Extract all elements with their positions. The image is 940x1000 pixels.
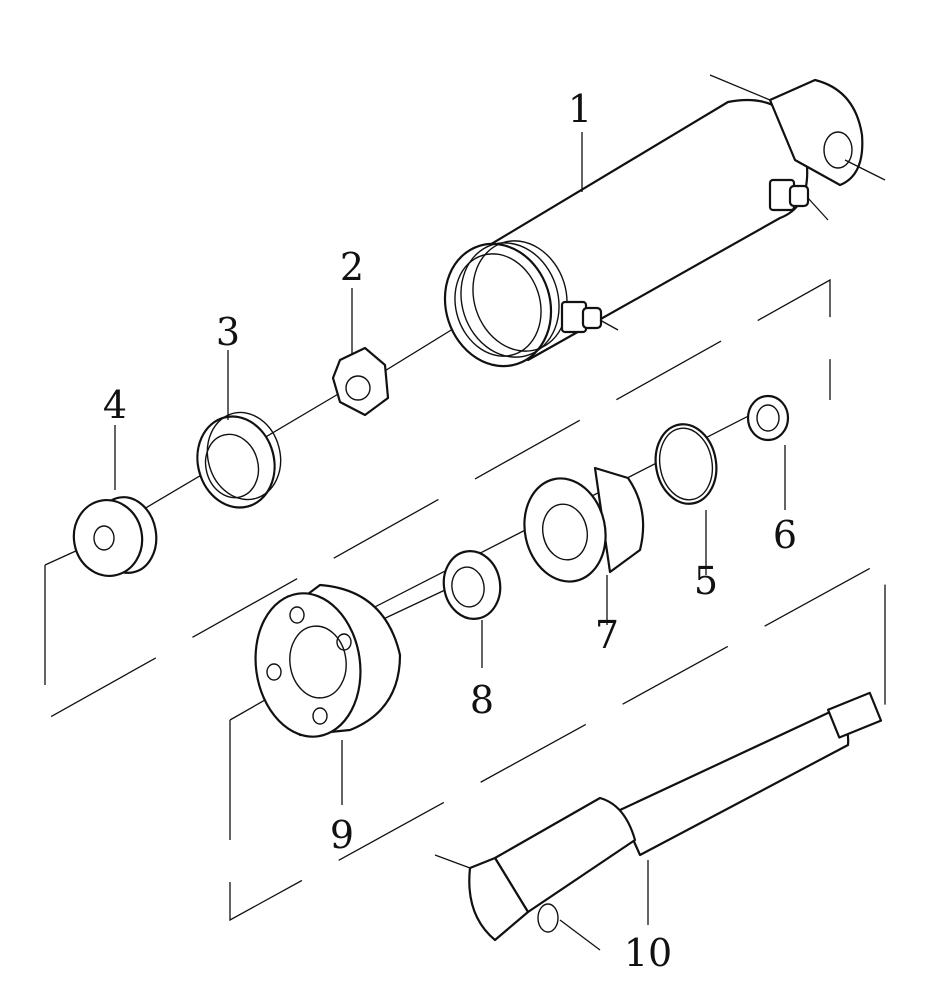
callout-3: 3 [216,310,240,354]
fitting-lower [560,300,619,334]
callout-1: 1 [568,87,592,131]
part-5-o-ring [654,423,718,505]
callout-2: 2 [340,245,364,289]
part-4-piston [72,496,158,577]
part-7-gland [523,466,645,583]
callout-5: 5 [694,559,718,603]
part-2-hex-nut [331,346,390,417]
callout-4: 4 [103,383,127,427]
callout-8: 8 [470,678,494,722]
part-6-seal [746,394,790,442]
callout-9: 9 [330,813,354,857]
part-10-piston-rod [434,691,883,942]
fitting-upper [768,178,829,221]
part-3-threaded-ring [196,411,282,509]
part-9-end-cap [254,583,402,738]
callout-labels: 1 2 3 4 5 6 7 8 9 10 [103,87,797,975]
callout-6: 6 [773,513,797,557]
part-8-seal [442,550,502,620]
callout-7: 7 [595,613,619,657]
phantom-dashed-lines [44,278,886,922]
callout-leaders [114,132,786,925]
part-1-cylinder-barrel [443,74,886,368]
callout-10: 10 [624,931,672,975]
